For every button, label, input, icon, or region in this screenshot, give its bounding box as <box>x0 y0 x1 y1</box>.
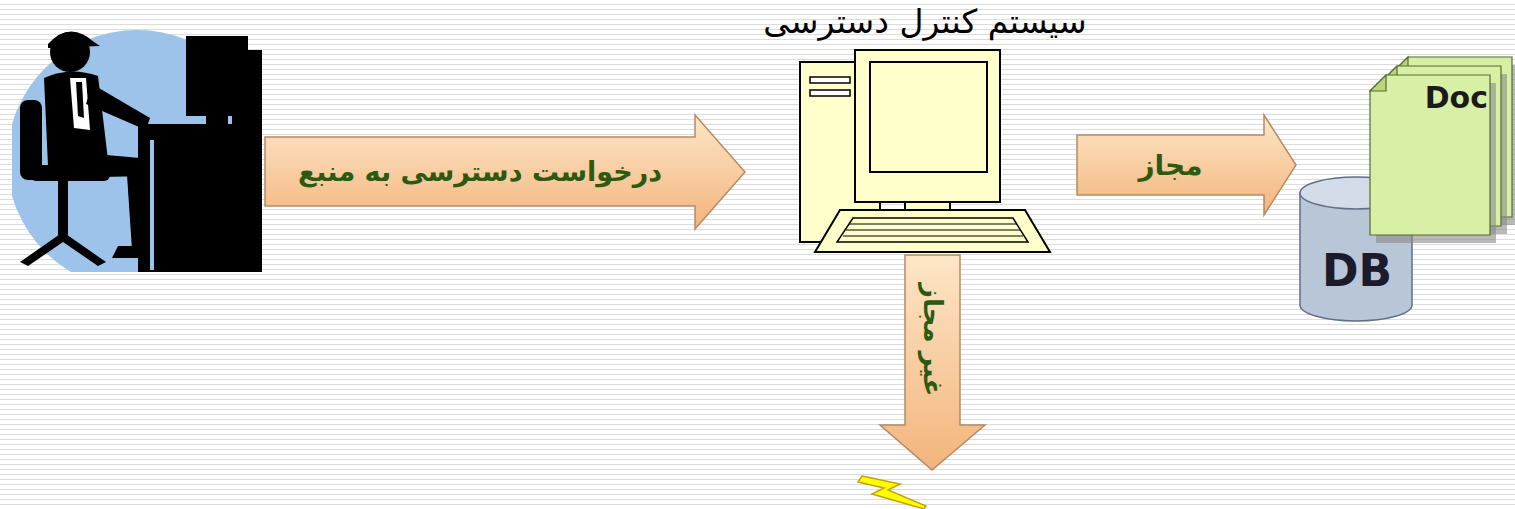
document-stack: Doc <box>1368 38 1515 248</box>
denied-arrow <box>880 255 985 470</box>
node-heading: سیستم کنترل دسترسی <box>755 2 1095 41</box>
node-label: DB <box>1298 245 1416 296</box>
person-illustration <box>12 30 262 272</box>
edge-label: مجاز <box>1077 135 1264 195</box>
block-arrow <box>1077 115 1296 215</box>
arrow-label: درخواست دسترسی به منبع <box>265 137 695 206</box>
computer-node: سیستم کنترل دسترسی <box>775 2 1075 255</box>
request-arrow <box>265 115 745 229</box>
node-label: Doc <box>1408 80 1488 115</box>
node-outline <box>1368 38 1515 248</box>
arrow-label: غیر مجاز <box>905 255 960 425</box>
lightning-symbol <box>858 476 926 509</box>
